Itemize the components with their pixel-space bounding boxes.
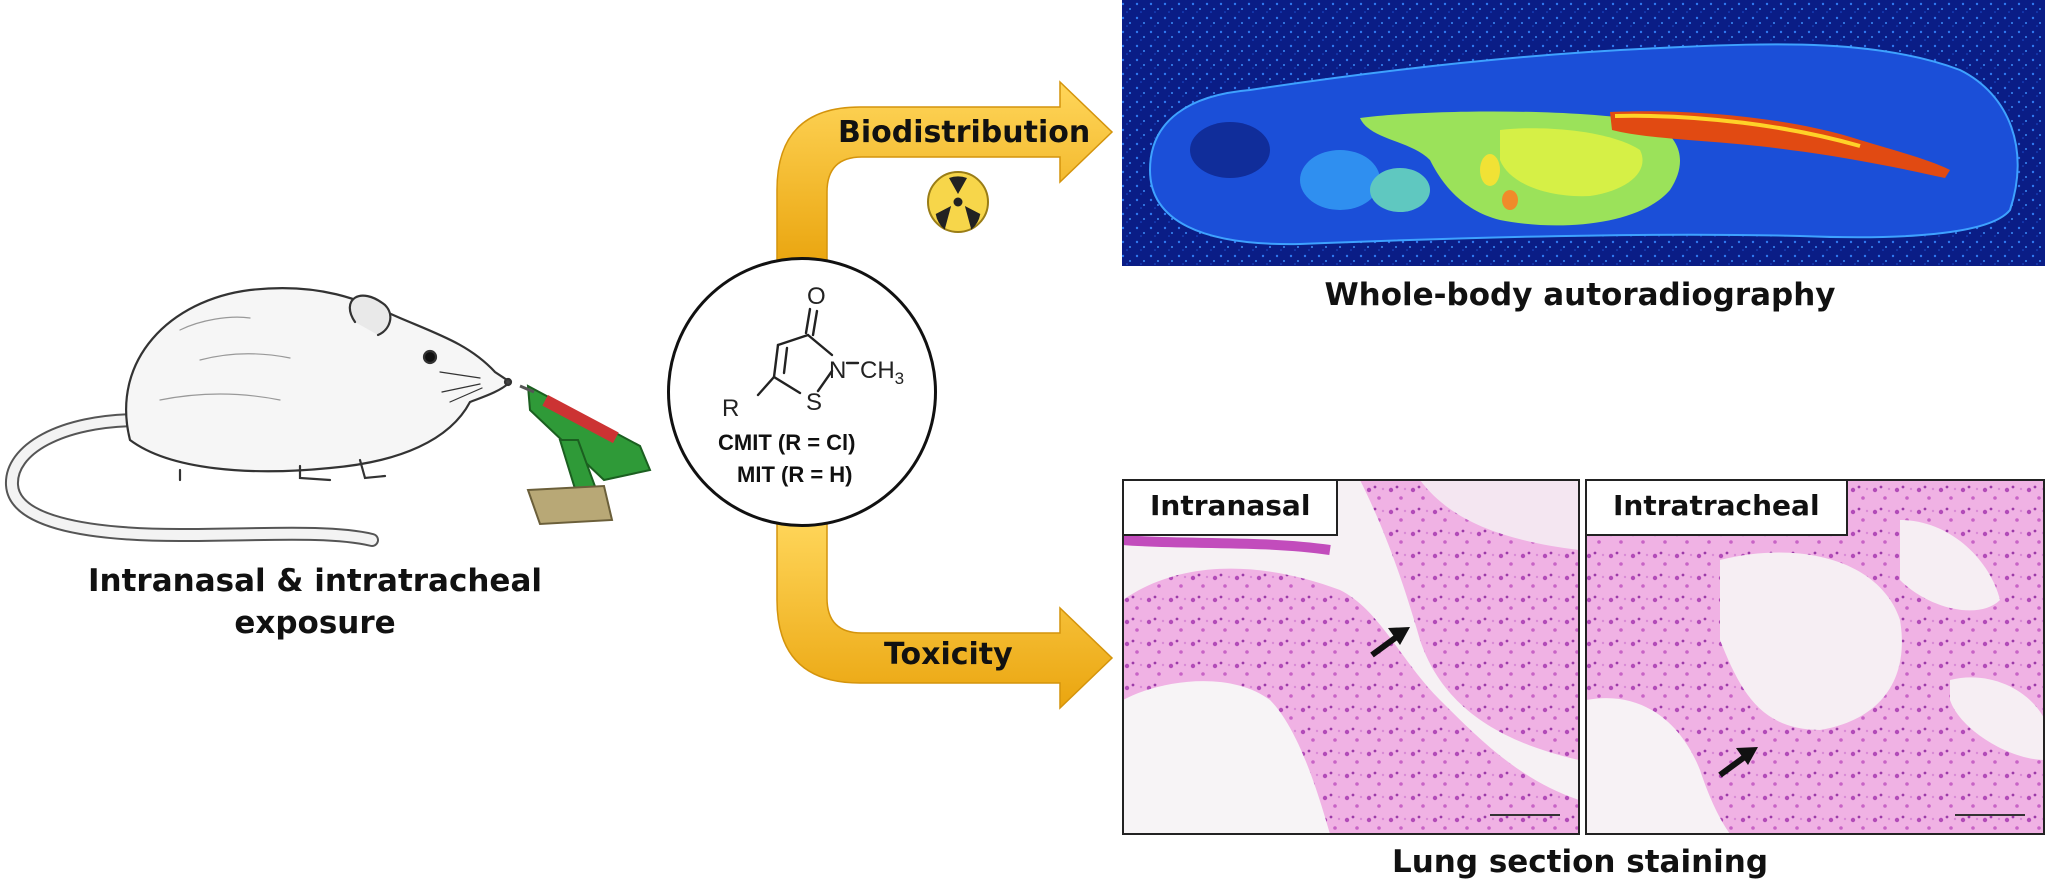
toxicity-arrow: [776, 519, 1114, 710]
atom-sulfur: S: [806, 389, 823, 416]
panel-tag-intratracheal: Intratracheal: [1587, 481, 1848, 536]
autoradiography-image: [1122, 0, 2045, 266]
lung-staining-caption: Lung section staining: [1391, 844, 1769, 880]
atom-oxygen: O: [807, 283, 826, 310]
methyl-group: CH3: [860, 357, 904, 389]
compound-name-mit: MIT (R = H): [737, 462, 853, 487]
compound-circle: [667, 257, 937, 527]
radiation-icon: [927, 171, 989, 233]
methyl-label: CH: [860, 357, 895, 384]
histology-panel-intranasal: Intranasal: [1122, 479, 1580, 835]
arrow-indicator-icon: [1718, 747, 1758, 778]
methyl-subscript: 3: [894, 368, 905, 388]
panel-tag-intranasal: Intranasal: [1124, 481, 1339, 536]
exposure-caption-line2: exposure: [234, 605, 396, 641]
biodistribution-arrow: [776, 80, 1114, 266]
atom-r-group: R: [722, 395, 740, 422]
biodistribution-label: Biodistribution: [838, 115, 1091, 150]
histology-intranasal-image: [1122, 480, 1579, 834]
histology-intratracheal-image: [1586, 480, 2045, 834]
histology-panel-intratracheal: Intratracheal: [1585, 479, 2045, 835]
atom-nitrogen: N: [829, 357, 847, 384]
exposure-caption: Intranasal & intratracheal exposure: [80, 560, 550, 644]
compound-name-cmit: CMIT (R = Cl): [718, 430, 856, 455]
exposure-caption-line1: Intranasal & intratracheal: [88, 563, 542, 599]
autoradiography-caption: Whole-body autoradiography: [1324, 277, 1836, 313]
rat-illustration: [5, 286, 513, 547]
aerosolizer-device: [519, 384, 652, 526]
toxicity-label: Toxicity: [884, 637, 1013, 672]
arrow-indicator-icon: [1370, 627, 1410, 658]
chemical-structure: [756, 307, 860, 397]
